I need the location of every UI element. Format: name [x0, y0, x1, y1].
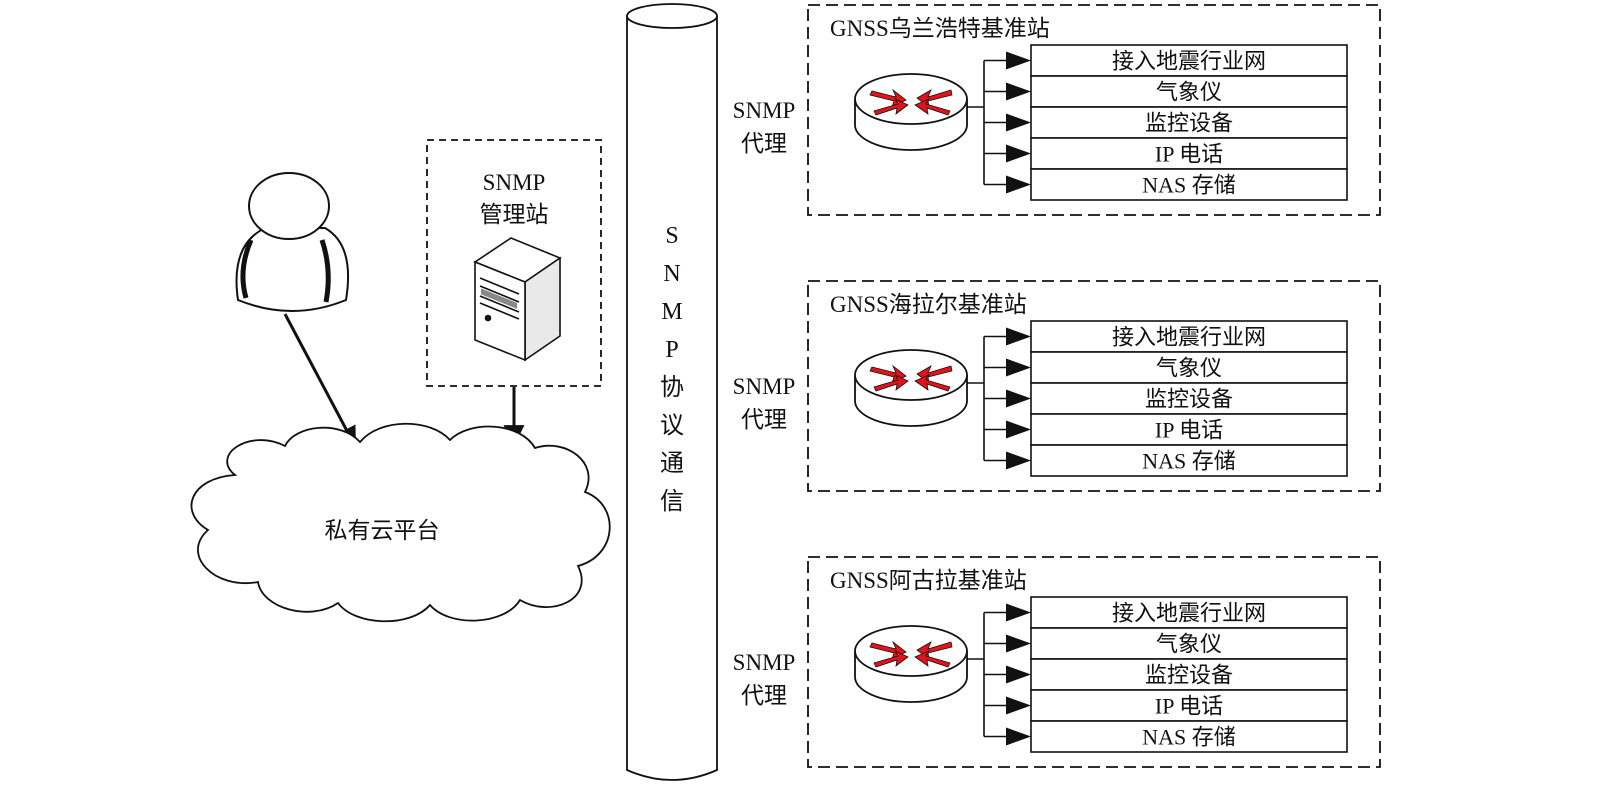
device-arrow [1006, 82, 1031, 101]
device-label: 监控设备 [1145, 387, 1233, 412]
agent-label-line1: SNMP [733, 374, 796, 399]
protocol-bus-char: S [665, 223, 678, 249]
device-row [1030, 413, 1348, 446]
device-arrow [1006, 420, 1031, 439]
agent-label-line1: SNMP [733, 98, 796, 123]
device-row [1030, 720, 1348, 753]
device-label: 监控设备 [1145, 663, 1233, 688]
station-title: GNSS乌兰浩特基准站 [830, 16, 1050, 41]
router-icon [854, 349, 968, 427]
agent-label-line2: 代理 [741, 131, 787, 156]
agent-label-line1: SNMP [733, 650, 796, 675]
protocol-bus-char: M [661, 299, 682, 325]
private-cloud-shape [190, 422, 611, 623]
device-row [1030, 168, 1348, 201]
device-arrow [1006, 113, 1031, 132]
device-label: 气象仪 [1156, 80, 1222, 105]
device-arrow [1006, 358, 1031, 377]
agent-label-line2: 代理 [741, 683, 787, 708]
device-arrow [1006, 665, 1031, 684]
manager-box [426, 139, 602, 387]
device-label: 接入地震行业网 [1112, 49, 1266, 74]
device-label: NAS 存储 [1142, 725, 1236, 750]
manager-label-line1: SNMP [483, 170, 546, 195]
server-tower-icon [473, 237, 562, 362]
user-icon [235, 172, 350, 312]
protocol-bus-char: 信 [660, 488, 684, 515]
device-label: IP 电话 [1155, 142, 1223, 167]
protocol-bus-char: 议 [660, 413, 684, 439]
device-row [1030, 596, 1348, 629]
agent-label-line2: 代理 [741, 407, 787, 432]
device-arrow [1006, 327, 1031, 346]
manager-label-line2: 管理站 [480, 202, 549, 227]
device-row [1030, 351, 1348, 384]
device-row [1030, 106, 1348, 139]
station-frame [807, 280, 1381, 492]
device-arrow [1006, 51, 1031, 70]
device-arrow [1006, 727, 1031, 746]
device-arrow [1006, 634, 1031, 653]
device-arrow [1006, 696, 1031, 715]
router-icon [854, 625, 968, 703]
device-row [1030, 658, 1348, 691]
device-arrow [1006, 451, 1031, 470]
device-arrow [1006, 144, 1031, 163]
device-label: NAS 存储 [1142, 173, 1236, 198]
device-label: IP 电话 [1155, 418, 1223, 443]
device-label: IP 电话 [1155, 694, 1223, 719]
device-label: NAS 存储 [1142, 449, 1236, 474]
cloud-label: 私有云平台 [325, 518, 440, 543]
device-arrow [1006, 389, 1031, 408]
protocol-bus-cylinder [626, 3, 718, 781]
device-arrow [1006, 603, 1031, 622]
device-label: 气象仪 [1156, 632, 1222, 657]
station-title: GNSS海拉尔基准站 [830, 292, 1027, 317]
device-label: 监控设备 [1145, 111, 1233, 136]
device-row [1030, 44, 1348, 77]
protocol-bus-char: 通 [660, 451, 684, 477]
station-frame [807, 556, 1381, 768]
user-to-cloud-arrow [283, 313, 357, 448]
protocol-bus-char: 协 [660, 374, 684, 401]
device-label: 接入地震行业网 [1112, 325, 1266, 350]
device-arrow [1006, 175, 1031, 194]
device-label: 气象仪 [1156, 356, 1222, 381]
router-icon [854, 73, 968, 151]
station-title: GNSS阿古拉基准站 [830, 568, 1027, 593]
protocol-bus-char: N [663, 261, 680, 287]
device-label: 接入地震行业网 [1112, 601, 1266, 626]
station-frame [807, 4, 1381, 216]
protocol-bus-char: P [665, 337, 678, 363]
